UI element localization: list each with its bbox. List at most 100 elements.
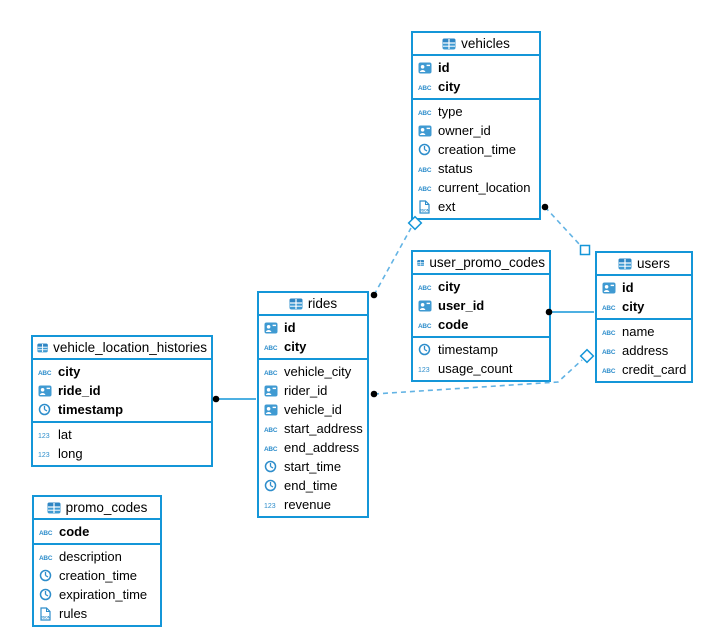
column-row[interactable]: creation_time	[34, 566, 160, 585]
svg-text:ABC: ABC	[264, 345, 278, 352]
column-name: rules	[59, 606, 88, 621]
column-row[interactable]: timestamp	[413, 340, 549, 359]
column-row[interactable]: user_id	[413, 296, 549, 315]
column-type-icon-box: 123	[418, 363, 438, 375]
clock-icon	[264, 460, 277, 473]
column-type-icon-box: ABC	[39, 526, 59, 538]
column-row[interactable]: vehicle_id	[259, 400, 367, 419]
column-row[interactable]: id	[597, 278, 691, 297]
column-name: city	[58, 364, 81, 379]
column-type-icon-box: JSON	[418, 199, 438, 214]
column-row[interactable]: rider_id	[259, 381, 367, 400]
column-row[interactable]: id	[259, 318, 367, 337]
column-type-icon-box	[602, 282, 622, 294]
svg-text:ABC: ABC	[39, 555, 53, 562]
id-icon	[264, 322, 278, 333]
column-name: vehicle_id	[284, 402, 342, 417]
relation-vehicles-users[interactable]	[544, 206, 581, 246]
column-type-icon-box	[264, 322, 284, 334]
column-row[interactable]: ride_id	[33, 381, 211, 400]
table-header[interactable]: vehicle_location_histories	[33, 337, 211, 360]
clock-icon	[38, 403, 51, 416]
svg-text:ABC: ABC	[418, 85, 432, 92]
column-name: lat	[58, 427, 72, 442]
column-row[interactable]: creation_time	[413, 140, 539, 159]
column-row[interactable]: owner_id	[413, 121, 539, 140]
column-row[interactable]: expiration_time	[34, 585, 160, 604]
abc-icon: ABC	[39, 530, 53, 537]
column-type-icon-box: ABC	[602, 326, 622, 338]
table-icon	[47, 502, 61, 513]
number-icon: 123	[418, 367, 430, 374]
table-name: vehicle_location_histories	[53, 340, 207, 355]
relation-rides-users[interactable]	[373, 359, 583, 395]
column-type-icon-box	[264, 385, 284, 397]
column-row[interactable]: end_time	[259, 476, 367, 495]
table-icon	[417, 259, 425, 266]
column-row[interactable]: timestamp	[33, 400, 211, 419]
table-header[interactable]: promo_codes	[34, 497, 160, 520]
column-type-icon-box: ABC	[418, 163, 438, 175]
column-type-icon-box	[418, 62, 438, 74]
table-name: rides	[307, 296, 338, 311]
column-name: creation_time	[438, 142, 517, 157]
table-header[interactable]: vehicles	[413, 33, 539, 56]
relation-endpoint-marker	[579, 348, 595, 364]
clock-icon	[39, 588, 52, 601]
column-type-icon-box: ABC	[418, 319, 438, 331]
column-type-icon-box: ABC	[264, 423, 284, 435]
column-row[interactable]: start_time	[259, 457, 367, 476]
abc-icon: ABC	[418, 285, 432, 292]
column-name: start_address	[284, 421, 363, 436]
clock-icon	[264, 479, 277, 492]
relation-endpoint-marker	[579, 244, 591, 256]
abc-icon: ABC	[602, 305, 616, 312]
column-type-icon-box	[264, 404, 284, 416]
table-name: vehicles	[461, 36, 510, 51]
abc-icon: ABC	[264, 370, 278, 377]
svg-text:123: 123	[418, 367, 430, 374]
table-header[interactable]: rides	[259, 293, 367, 316]
abc-icon: ABC	[602, 330, 616, 337]
table-header[interactable]: users	[597, 253, 691, 276]
table-name: user_promo_codes	[429, 255, 545, 270]
column-row[interactable]: id	[413, 58, 539, 77]
svg-text:ABC: ABC	[602, 368, 616, 375]
table-header[interactable]: user_promo_codes	[413, 252, 549, 275]
abc-icon: ABC	[418, 110, 432, 117]
relation-rides-vehicles[interactable]	[373, 227, 412, 296]
